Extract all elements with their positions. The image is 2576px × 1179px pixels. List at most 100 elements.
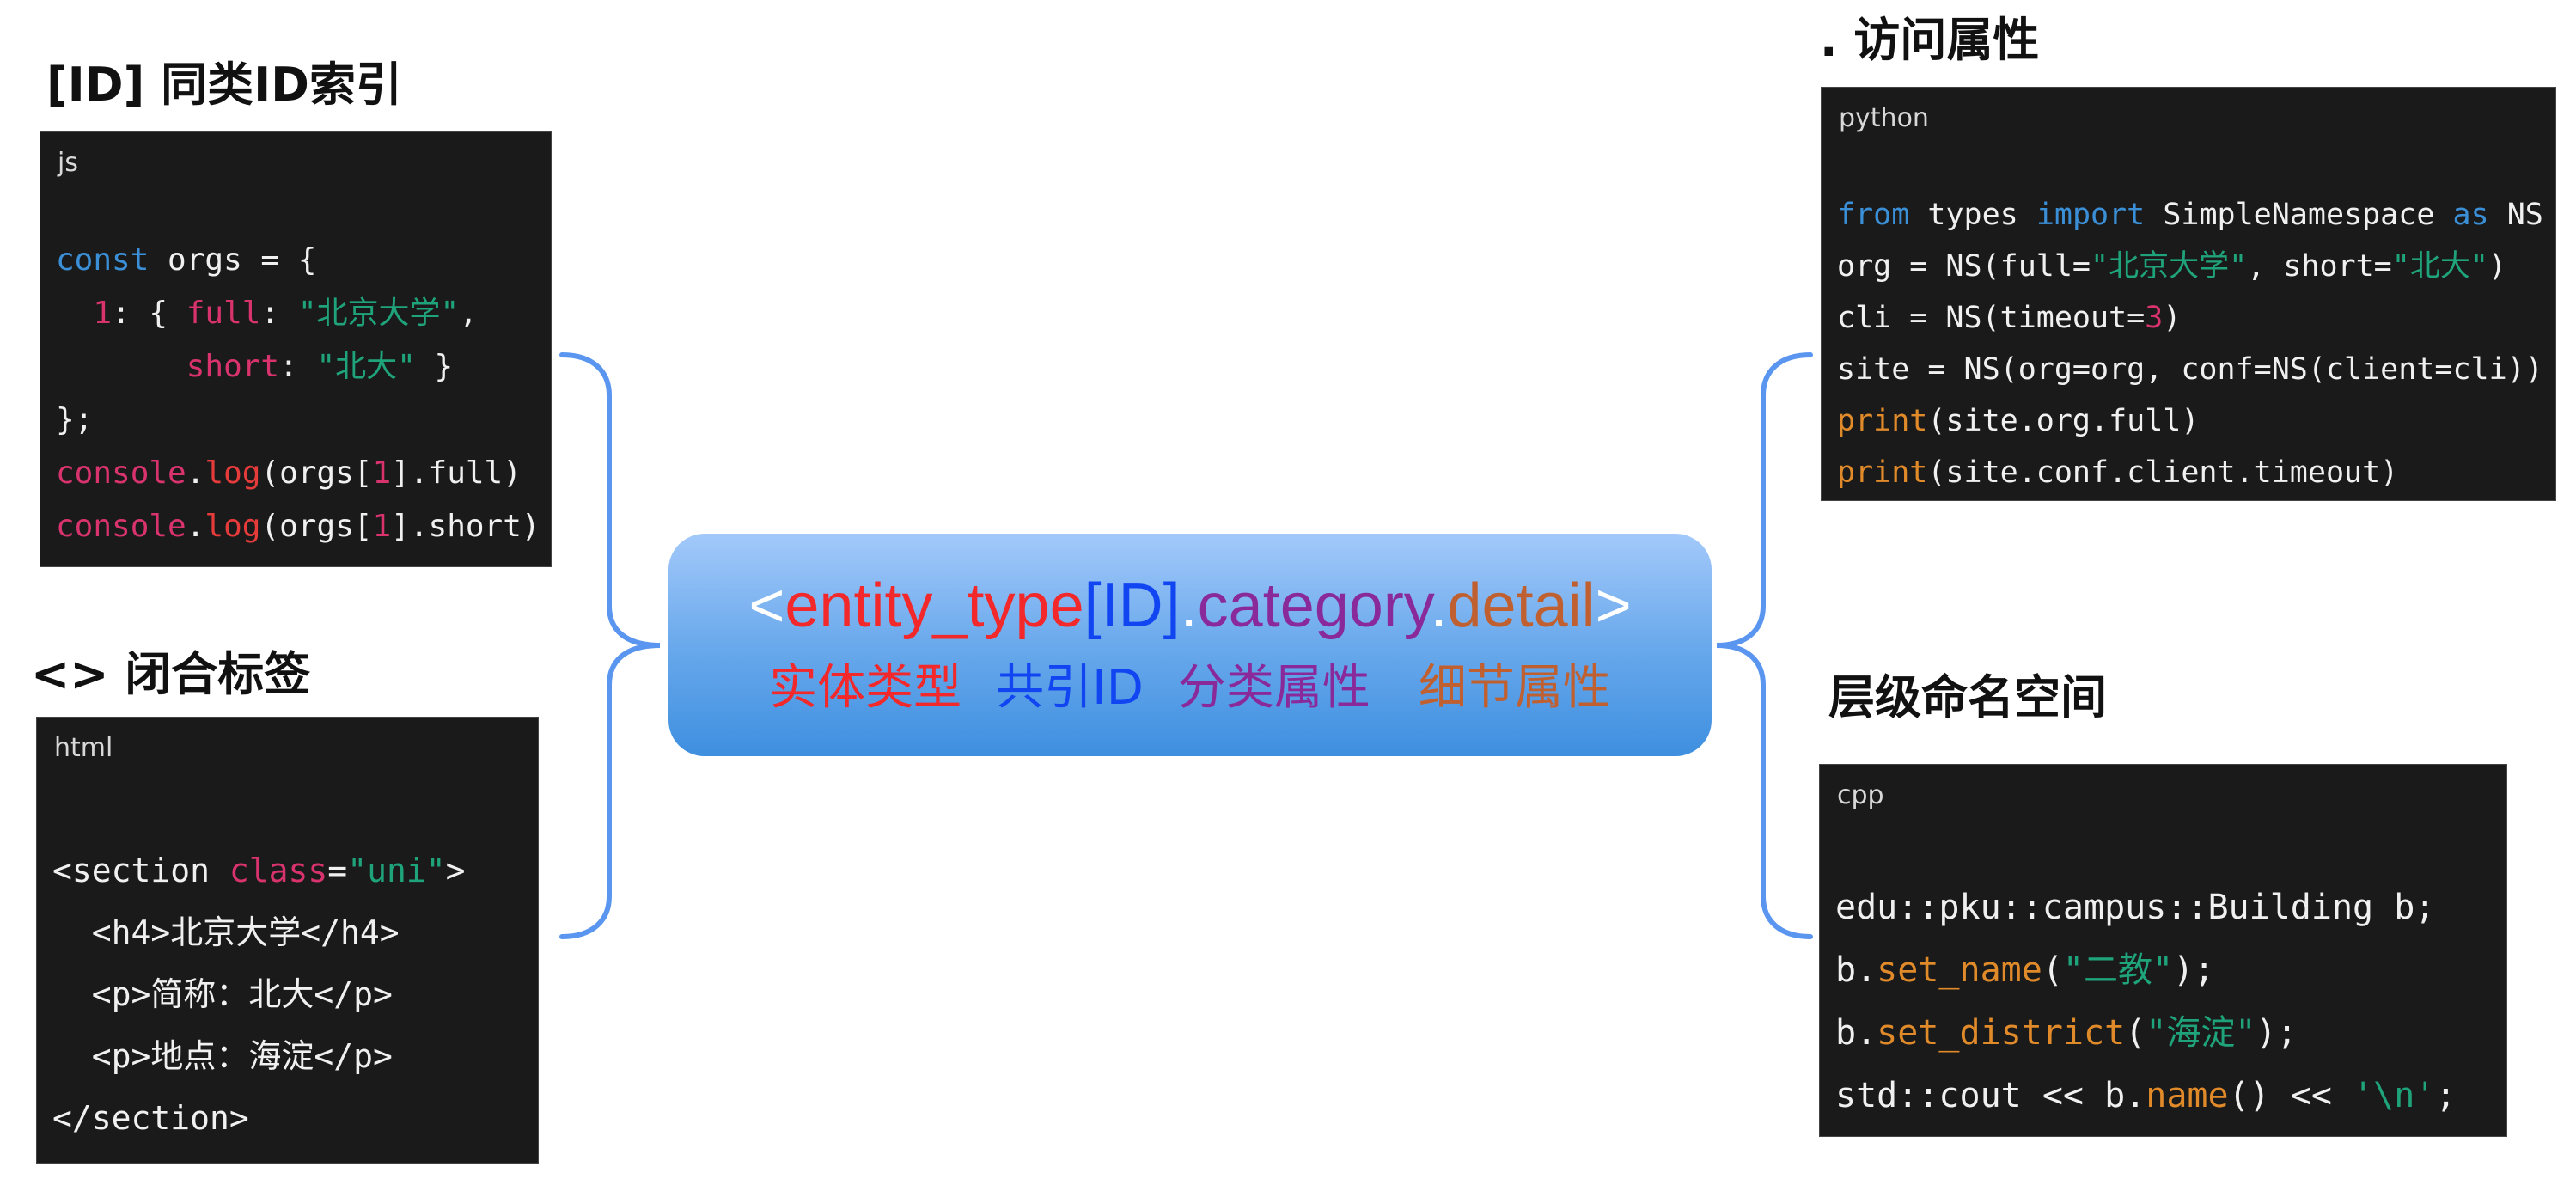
code-token: std::cout << b. (1835, 1076, 2146, 1115)
code-line: short: "北大" } (56, 340, 540, 394)
code-token: ( (2042, 950, 2063, 990)
code-token: } (415, 349, 454, 384)
title-attribute-access: . 访问属性 (1820, 13, 2040, 67)
code-token: log (204, 455, 261, 491)
code-token: import (2036, 198, 2146, 232)
code-token: set_district (1877, 1013, 2126, 1053)
code-token: print (1837, 455, 1928, 490)
code-line: const orgs = { (56, 234, 540, 287)
code-token: ( (2125, 1013, 2146, 1053)
entity-type-label: 实体类型 (769, 660, 962, 716)
category-label: 分类属性 (1177, 660, 1370, 716)
code-language-label: python (1839, 103, 1929, 133)
left-brace (559, 352, 661, 939)
code-line: std::cout << b.name() << '\n'; (1835, 1065, 2456, 1127)
code-line: cli = NS(timeout=3) (1837, 292, 2543, 344)
code-token: "北京大学" (297, 296, 460, 331)
id-token: [ID] (1084, 571, 1181, 640)
code-token: , (459, 296, 478, 331)
code-token: "uni" (347, 852, 446, 889)
code-line: edu::pku::campus::Building b; (1835, 877, 2456, 939)
code-token: edu::pku::campus::Building b; (1835, 888, 2436, 927)
close-angle: > (1595, 571, 1632, 640)
code-token: ; (2435, 1076, 2457, 1115)
code-token: }; (56, 402, 94, 437)
code-token: types (1909, 198, 2036, 232)
code-token: org = NS(full= (1837, 249, 2091, 284)
code-line: </section> (52, 1087, 465, 1149)
code-token: class (229, 852, 328, 889)
code-block-js: js const orgs = { 1: { full: "北京大学", sho… (40, 131, 552, 567)
code-token: b. (1835, 950, 1877, 990)
code-token: () << (2228, 1076, 2353, 1115)
code-token: b. (1835, 1013, 1877, 1053)
code-block-python: python from types import SimpleNamespace… (1821, 87, 2556, 501)
code-token: ) (2163, 301, 2182, 335)
right-brace (1716, 352, 1813, 939)
code-token: ].full) (391, 455, 522, 491)
entity-type-token: entity_type (784, 571, 1084, 640)
detail-token: detail (1447, 571, 1596, 640)
code-language-label: cpp (1837, 780, 1884, 810)
code-token: console (56, 455, 186, 491)
code-block-cpp: cpp edu::pku::campus::Building b;b.set_n… (1819, 764, 2507, 1137)
open-angle: < (748, 571, 785, 640)
code-token (56, 349, 186, 384)
code-token: ); (2256, 1013, 2298, 1053)
code-token: 3 (2145, 301, 2164, 335)
code-token: > (445, 852, 466, 889)
code-token: "北大" (316, 349, 416, 384)
code-line: 1: { full: "北京大学", (56, 287, 540, 340)
code-content: <section class="uni"> <h4>北京大学</h4> <p>简… (52, 840, 465, 1149)
central-naming-pattern: <entity_type[ID].category.detail> 实体类型共引… (668, 534, 1712, 756)
detail-label: 细节属性 (1418, 660, 1611, 716)
code-line: <h4>北京大学</h4> (52, 901, 465, 963)
code-line: b.set_district("海淀"); (1835, 1002, 2456, 1065)
code-token: set_name (1877, 950, 2042, 990)
code-token: "北京大学" (2091, 249, 2248, 284)
code-token: : (279, 349, 317, 384)
code-token: ) (2487, 249, 2506, 284)
code-language-label: html (54, 733, 113, 763)
code-line: console.log(orgs[1].full) (56, 447, 540, 500)
title-namespace: 层级命名空间 (1828, 670, 2107, 724)
code-line: from types import SimpleNamespace as NS (1837, 189, 2543, 241)
code-token: print (1837, 404, 1928, 438)
code-line: org = NS(full="北京大学", short="北大") (1837, 241, 2543, 292)
code-token: site = NS(org=org, conf=NS(client=cli)) (1837, 352, 2543, 387)
code-content: const orgs = { 1: { full: "北京大学", short:… (56, 234, 540, 553)
code-token: NS (2488, 198, 2543, 232)
code-token: full (186, 296, 261, 331)
code-token: as (2452, 198, 2489, 232)
code-line: print(site.conf.client.timeout) (1837, 447, 2543, 498)
code-block-html: html <section class="uni"> <h4>北京大学</h4>… (36, 717, 539, 1164)
code-token: , short= (2247, 249, 2392, 284)
code-token: <section (52, 852, 229, 889)
code-language-label: js (58, 148, 78, 178)
code-token: : { (112, 296, 186, 331)
title-closing-tag: <> 闭合标签 (31, 647, 311, 701)
code-token: ].short) (391, 509, 540, 544)
code-token: "二教" (2062, 950, 2174, 990)
code-token: (orgs[ (260, 509, 373, 544)
code-token: from (1837, 198, 1910, 232)
code-token: 1 (93, 296, 113, 331)
code-token: <h4>北京大学</h4> (52, 913, 400, 951)
code-token (56, 296, 93, 331)
code-token: (orgs[ (260, 455, 373, 491)
code-line: b.set_name("二教"); (1835, 939, 2456, 1002)
id-label: 共引ID (996, 660, 1144, 716)
code-token: log (204, 509, 261, 544)
dot-separator: . (1180, 571, 1198, 640)
code-token: console (56, 509, 186, 544)
code-line: }; (56, 394, 540, 447)
code-token: SimpleNamespace (2145, 198, 2453, 232)
code-line: <p>地点：海淀</p> (52, 1025, 465, 1087)
dot-separator: . (1430, 571, 1448, 640)
category-token: category (1197, 571, 1431, 640)
code-token: </section> (52, 1099, 249, 1137)
code-line: print(site.org.full) (1837, 395, 2543, 447)
code-token: ); (2173, 950, 2215, 990)
